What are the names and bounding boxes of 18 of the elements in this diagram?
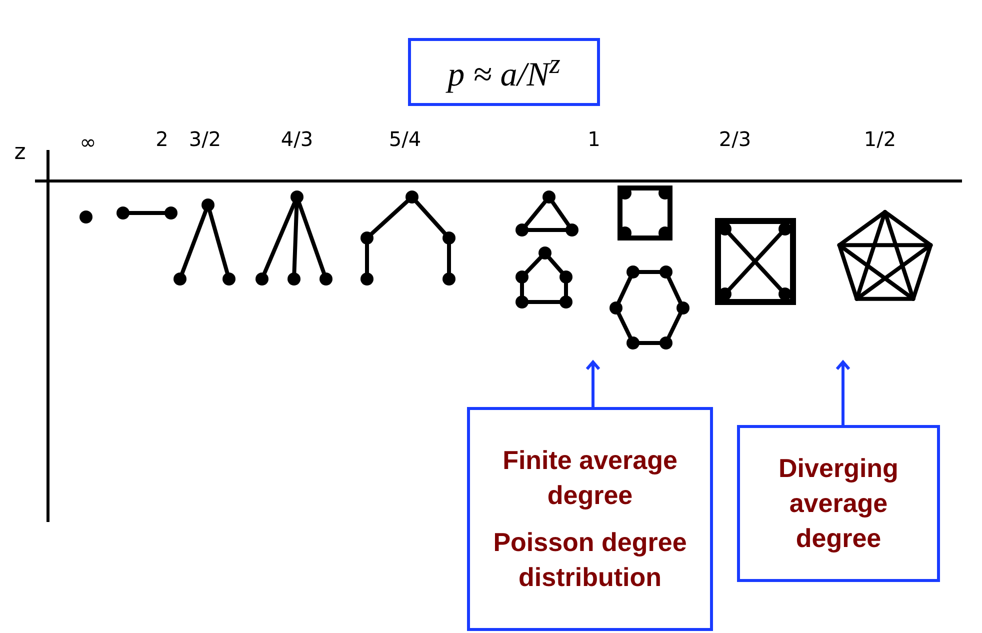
note-text: Diverging average degree bbox=[778, 452, 900, 556]
z-value-label: 3/2 bbox=[188, 127, 222, 151]
note-box bbox=[467, 407, 713, 631]
note-box bbox=[737, 425, 940, 582]
arrow bbox=[836, 360, 850, 425]
z-value-label: 2/3 bbox=[718, 127, 752, 151]
z-value-label: 4/3 bbox=[280, 127, 314, 151]
formula: p ≈ a/N$^{z}$ bbox=[448, 49, 560, 95]
z-value-label: 1 bbox=[588, 127, 600, 151]
z-value-label: 2 bbox=[156, 127, 168, 151]
z-value-label: 1/2 bbox=[864, 127, 896, 151]
z-value-label: 5/4 bbox=[388, 127, 422, 151]
note-text: Poisson degree distribution bbox=[492, 526, 688, 594]
arrow bbox=[586, 360, 600, 407]
formula-box bbox=[408, 38, 600, 106]
z-value-label: ∞ bbox=[80, 130, 96, 154]
axis-label: z bbox=[14, 140, 26, 165]
note-text: Finite average degree bbox=[502, 444, 678, 512]
